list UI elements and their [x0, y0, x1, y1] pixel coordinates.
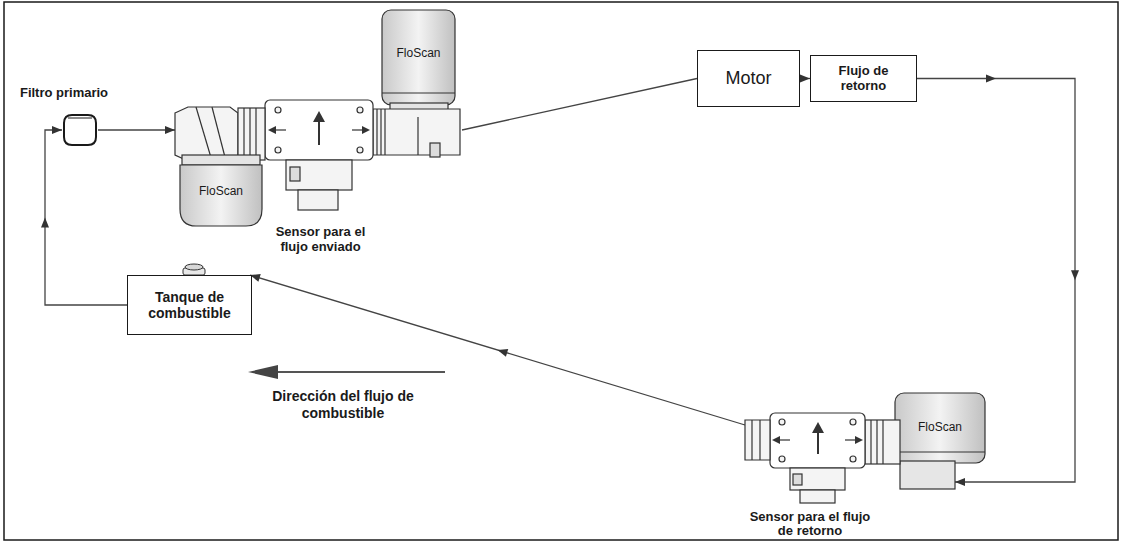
- sensor-brand: FloScan: [895, 421, 985, 435]
- fuel-line: [800, 75, 810, 83]
- arrowhead: [800, 75, 810, 83]
- sent-flow-sensor: FloScanFloScanSensor para el flujo envia…: [168, 5, 468, 260]
- sensor-caption: Sensor para el flujo de retorno: [745, 510, 875, 539]
- arrowhead: [165, 126, 175, 134]
- flow-sensor-illustration: [168, 5, 468, 260]
- fuel-line: [41, 126, 127, 305]
- fuel-line: [98, 126, 175, 134]
- tank-cap: [183, 264, 205, 275]
- illustration-svg: [168, 5, 468, 260]
- arrowhead: [955, 478, 965, 486]
- arrowhead: [1071, 270, 1079, 280]
- filter-symbol: [62, 113, 98, 147]
- fuel-line-path: [45, 130, 127, 305]
- engine-box: Motor: [697, 50, 800, 107]
- filter-label: Filtro primario: [8, 86, 120, 101]
- box-label: Flujo de retorno: [817, 64, 910, 94]
- fuel-line-path: [98, 129, 175, 130]
- outer-border: [4, 2, 1118, 540]
- sensor-brand: FloScan: [382, 47, 455, 61]
- fuel-tank-box: Tanque de combustible: [127, 275, 252, 335]
- flow-direction-arrow: [248, 365, 445, 379]
- return-flow-sensor: FloScanSensor para el flujo de retorno: [740, 388, 995, 541]
- sensor-caption: Sensor para el flujo enviado: [263, 225, 378, 255]
- illustration-svg: [62, 113, 98, 147]
- arrowhead: [41, 218, 49, 228]
- fuel-line: [462, 79, 697, 131]
- fuel-line-path: [462, 79, 697, 131]
- arrowhead: [52, 126, 62, 134]
- arrowhead: [986, 75, 996, 83]
- fuel-line-path: [250, 275, 745, 425]
- box-label: Tanque de combustible: [134, 289, 245, 321]
- return-flow-box: Flujo de retorno: [810, 55, 917, 102]
- sensor-brand: FloScan: [180, 185, 262, 199]
- arrowhead: [498, 349, 509, 357]
- pipe-connection-area: [175, 100, 462, 160]
- box-label: Motor: [725, 68, 771, 89]
- filter-node: Filtro primario: [8, 86, 120, 150]
- flow-direction-label: Dirección del flujo de combustible: [258, 388, 428, 422]
- fuel-line: [250, 274, 745, 425]
